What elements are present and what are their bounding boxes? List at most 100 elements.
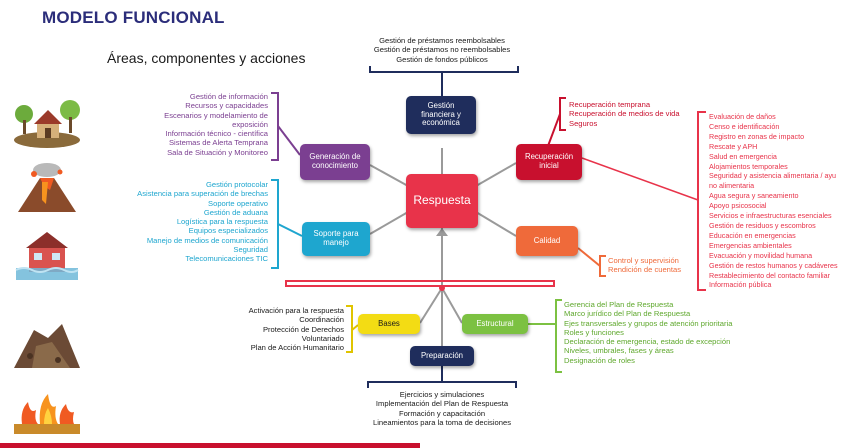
list-item: Recursos y capacidades — [185, 101, 268, 111]
list-soporte: Gestión protocolar Asistencia para super… — [120, 180, 268, 264]
link-soporte-list — [277, 223, 303, 237]
list-item: Alojamientos temporales — [709, 161, 788, 171]
list-item: Salud en emergencia — [709, 151, 777, 161]
volcano-icon — [18, 163, 76, 212]
list-item: Seguros — [569, 118, 598, 128]
list-item: Declaración de emergencia, estado de exc… — [564, 337, 731, 347]
list-item: Roles y funciones — [564, 327, 624, 337]
node-recuperacion[interactable]: Recuperación inicial — [516, 144, 582, 180]
list-item: Sistemas de Alerta Temprana — [168, 138, 268, 148]
bracket-estructural — [555, 299, 562, 373]
list-item: Formación y capacitación — [398, 408, 486, 418]
list-item: Telecomunicaciones TIC — [185, 254, 268, 264]
footer-band — [0, 443, 420, 448]
list-item: Registro en zonas de impacto — [709, 131, 805, 141]
divider-dot — [439, 285, 445, 291]
bracket-preparacion — [367, 381, 517, 388]
list-item: Educación en emergencias — [709, 230, 796, 240]
page-title: MODELO FUNCIONAL — [42, 8, 225, 27]
list-item: Servicios e infraestructuras esenciales — [709, 211, 832, 221]
list-estructural: Gerencia del Plan de Respuesta Marco jur… — [564, 300, 744, 365]
list-item: Gestión de fondos públicos — [396, 54, 488, 64]
wildfire-icon — [14, 394, 80, 434]
bracket-respuesta — [697, 111, 706, 291]
bracket-recuperacion — [559, 97, 566, 131]
list-calidad: Control y supervisión Rendición de cuent… — [608, 256, 698, 275]
list-item: exposición — [232, 119, 268, 129]
list-bases: Activación para la respuesta Coordinació… — [214, 306, 344, 352]
link-estructural — [441, 287, 463, 324]
list-item: Restablecimiento del contacto familiar — [709, 270, 831, 280]
link-calidad-list — [577, 247, 601, 267]
list-item: Agua segura y saneamiento — [709, 191, 799, 201]
list-item: Coordinación — [299, 315, 344, 325]
bracket-bases — [346, 305, 353, 353]
list-item: Activación para la respuesta — [248, 306, 344, 315]
list-item: Ejes transversales y grupos de atención … — [564, 318, 733, 328]
bracket-conocimiento — [271, 92, 279, 161]
list-item: Logística para la respuesta — [176, 217, 268, 227]
list-preparacion: Ejercicios y simulaciones Implementación… — [362, 390, 522, 427]
list-item: Seguridad — [233, 245, 268, 255]
link-soporte — [369, 211, 409, 235]
list-item: Gestión protocolar — [205, 180, 268, 189]
node-calidad[interactable]: Calidad — [516, 226, 578, 256]
list-item: Designación de roles — [564, 355, 635, 365]
list-item: Evaluación de daños — [709, 112, 776, 121]
list-conocimiento: Gestión de información Recursos y capaci… — [150, 92, 268, 157]
list-item: Recuperación de medios de vida — [569, 109, 680, 119]
list-item: Información pública — [709, 280, 772, 290]
list-item: Niveles, umbrales, fases y áreas — [564, 346, 674, 356]
flooded-house-icon — [15, 232, 79, 280]
link-respuesta-list — [581, 157, 699, 201]
node-bases[interactable]: Bases — [358, 314, 420, 334]
list-item: Gestión de información — [189, 92, 268, 101]
arrow-head — [436, 228, 448, 236]
list-item: Asistencia para superación de brechas — [137, 189, 268, 199]
list-item: Censo e identificación — [709, 121, 780, 131]
list-item: Marco jurídico del Plan de Respuesta — [564, 309, 691, 319]
node-preparacion[interactable]: Preparación — [410, 346, 474, 366]
list-item: Control y supervisión — [608, 256, 679, 265]
node-financiera[interactable]: Gestión financiera y económica — [406, 96, 476, 134]
node-respuesta[interactable]: Respuesta — [406, 174, 478, 228]
link-recuperacion-list — [547, 113, 561, 147]
bracket-calidad — [599, 255, 606, 277]
page-subtitle: Áreas, componentes y acciones — [107, 50, 306, 66]
list-financiera: Gestión de préstamos reembolsables Gesti… — [364, 36, 520, 64]
node-conocimiento[interactable]: Generación de conocimiento — [300, 144, 370, 180]
list-item: Apoyo psicosocial — [709, 201, 767, 211]
list-item: Protección de Derechos — [262, 324, 344, 334]
link-recuperacion — [475, 162, 517, 187]
list-item: Voluntariado — [301, 333, 344, 343]
list-item: Sala de Situación y Monitoreo — [167, 147, 268, 157]
divider-bar — [285, 280, 555, 287]
list-item: Lineamientos para la toma de decisiones — [372, 417, 512, 427]
list-item: Gerencia del Plan de Respuesta — [564, 300, 674, 309]
link-bases-list — [351, 324, 359, 331]
list-item: Equipos especializados — [188, 226, 268, 236]
bracket-soporte — [271, 179, 279, 269]
list-item: Implementación del Plan de Respuesta — [375, 399, 509, 409]
list-item: Manejo de medios de comunicación — [146, 235, 268, 245]
list-item: Seguridad y asistencia alimentaria / ayu — [709, 171, 837, 181]
list-item: Información técnico - científica — [165, 129, 268, 139]
list-item: no alimentaria — [709, 181, 755, 191]
link-bases — [419, 287, 443, 324]
list-item: Plan de Acción Humanitario — [250, 343, 344, 353]
node-soporte[interactable]: Soporte para manejo — [302, 222, 370, 256]
list-item: Gestión de residuos y escombros — [709, 220, 816, 230]
list-item: Escenarios y modelamiento de — [164, 110, 268, 120]
list-respuesta-acciones: Evaluación de daños Censo e identificaci… — [709, 112, 845, 290]
list-item: Ejercicios y simulaciones — [399, 390, 485, 399]
node-estructural[interactable]: Estructural — [462, 314, 528, 334]
list-item: Gestión de aduana — [203, 207, 268, 217]
list-item: Rendición de cuentas — [608, 265, 682, 275]
mudslide-icon — [14, 324, 80, 368]
list-item: Gestión de préstamos no reembolsables — [373, 45, 511, 55]
list-item: Recuperación temprana — [569, 100, 651, 109]
list-item: Evacuación y movilidad humana — [709, 250, 813, 260]
bracket-financiera — [369, 66, 519, 73]
link-calidad — [475, 211, 517, 237]
